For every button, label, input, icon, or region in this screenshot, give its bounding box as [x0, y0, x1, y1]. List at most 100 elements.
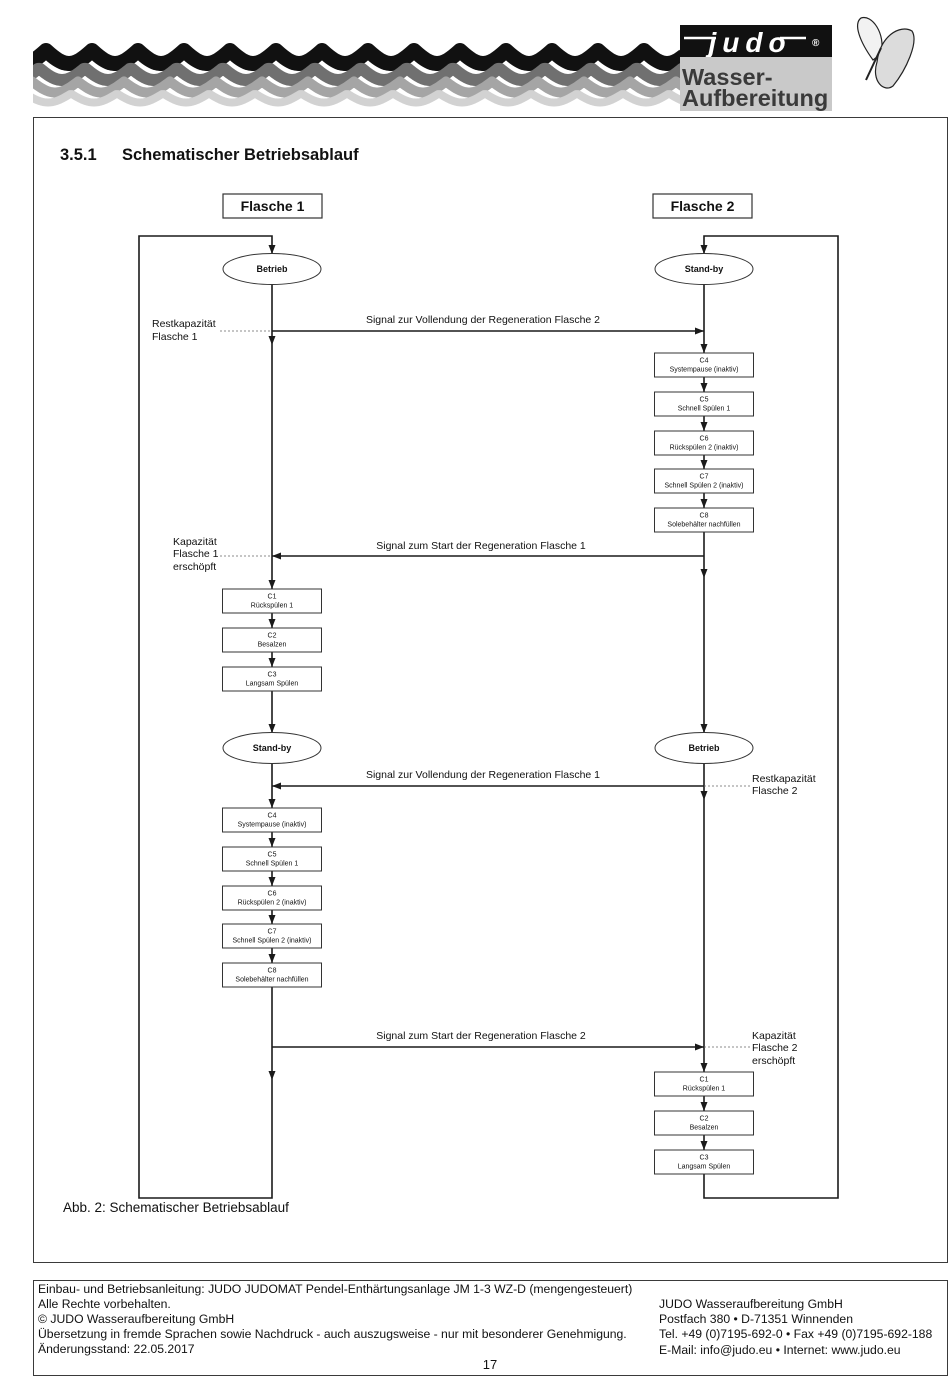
step-label: Solebehälter nachfüllen [235, 977, 308, 984]
step-code: C3 [700, 1155, 709, 1162]
left-loop-line [138, 235, 276, 1199]
state-ellipse [222, 732, 322, 764]
step-label: Schnell Spülen 1 [678, 406, 731, 413]
step-label: Systempause (inaktiv) [238, 822, 307, 829]
note-line: Flasche 2 [752, 1042, 798, 1054]
step-code: C2 [268, 633, 277, 640]
state-ellipse [654, 253, 754, 285]
step-code: C4 [268, 813, 277, 820]
step-label: Rückspülen 1 [251, 603, 294, 610]
step-box-frame [222, 885, 322, 911]
step-box-frame [222, 962, 322, 988]
step-label: Rückspülen 2 (inaktiv) [238, 900, 307, 907]
state-ellipse [654, 732, 754, 764]
step-code: C6 [268, 891, 277, 898]
logo-wordmark: judo [704, 27, 791, 58]
column-header-frame [222, 193, 323, 219]
state-node-flasche-1-phase-2: Stand-by [222, 732, 322, 764]
note-line: Flasche 2 [752, 785, 798, 797]
step-box-frame [222, 588, 322, 614]
signal-label: Signal zum Start der Regeneration Flasch… [376, 540, 586, 552]
step-label: Systempause (inaktiv) [670, 367, 739, 374]
column-header-label: Flasche 1 [241, 198, 305, 214]
step-box-frame [654, 1149, 754, 1175]
step-box-frame [222, 627, 322, 653]
figure-caption: Abb. 2: Schematischer Betriebsablauf [63, 1200, 289, 1215]
signal-label: Signal zur Vollendung der Regeneration F… [366, 314, 600, 326]
wave-stripe [33, 90, 681, 107]
right-loop-line [700, 235, 839, 1199]
judo-logo: judo ® Wasser- Aufbereitung [680, 25, 832, 111]
step-box-frame [654, 430, 754, 456]
note-line: Flasche 1 [152, 331, 198, 343]
step-label: Rückspülen 2 (inaktiv) [670, 445, 739, 452]
state-label: Stand-by [253, 743, 292, 753]
note-line: Flasche 1 [173, 548, 219, 560]
step-label: Langsam Spülen [246, 681, 299, 688]
note-line: erschöpft [173, 561, 216, 573]
note-line: Restkapazität [752, 773, 816, 785]
brand-gray-box [680, 57, 832, 111]
flow-connectors [268, 285, 708, 1150]
step-label: Solebehälter nachfüllen [667, 522, 740, 529]
step-code: C1 [700, 1077, 709, 1084]
wave-stripe [33, 76, 681, 98]
state-label: Betrieb [256, 264, 288, 274]
step-code: C5 [268, 852, 277, 859]
footer-right-line: Postfach 380 • D-71351 Winnenden [659, 1312, 853, 1326]
step-label: Schnell Spülen 2 (inaktiv) [665, 483, 744, 490]
column-header-flasche-2: Flasche 2 [652, 193, 753, 219]
step-box-frame [222, 666, 322, 692]
step-code: C2 [700, 1116, 709, 1123]
footer-right-line: JUDO Wasseraufbereitung GmbH [659, 1297, 843, 1311]
content-frame [33, 117, 948, 1263]
step-box-frame [222, 923, 322, 949]
state-node-flasche-2-phase-1: Stand-by [654, 253, 754, 285]
step-box-frame [654, 352, 754, 378]
step-label: Besalzen [690, 1125, 719, 1132]
footer-left-line: Übersetzung in fremde Sprachen sowie Nac… [38, 1327, 627, 1341]
step-code: C8 [268, 968, 277, 975]
state-node-flasche-2-phase-2: Betrieb [654, 732, 754, 764]
column-header-flasche-1: Flasche 1 [222, 193, 323, 219]
step-code: C3 [268, 672, 277, 679]
note-exhausted-flasche-1: Kapazität Flasche 1 erschöpft [173, 536, 219, 573]
step-label: Besalzen [258, 642, 287, 649]
step-code: C6 [700, 436, 709, 443]
state-node-flasche-1-phase-1: Betrieb [222, 253, 322, 285]
step-box-frame [654, 1071, 754, 1097]
header-wave-band [33, 43, 681, 107]
brand-line-1: Wasser- [682, 64, 773, 90]
step-code: C1 [268, 594, 277, 601]
step-box-frame [654, 1110, 754, 1136]
note-exhausted-flasche-2: Kapazität Flasche 2 erschöpft [752, 1030, 798, 1067]
footer-left-line: Alle Rechte vorbehalten. [38, 1297, 171, 1311]
column-header-label: Flasche 2 [671, 198, 735, 214]
note-line: Restkapazität [152, 318, 216, 330]
state-ellipse [222, 253, 322, 285]
section-number: 3.5.1 [60, 146, 97, 164]
wave-stripe [33, 43, 681, 71]
state-label: Stand-by [685, 264, 724, 274]
step-box-frame [222, 807, 322, 833]
step-code: C5 [700, 397, 709, 404]
logo-registered-mark: ® [812, 38, 820, 49]
note-residual-flasche-1: Restkapazität Flasche 1 [152, 318, 216, 343]
brand-line-2: Aufbereitung [682, 85, 828, 111]
note-line: erschöpft [752, 1055, 795, 1067]
